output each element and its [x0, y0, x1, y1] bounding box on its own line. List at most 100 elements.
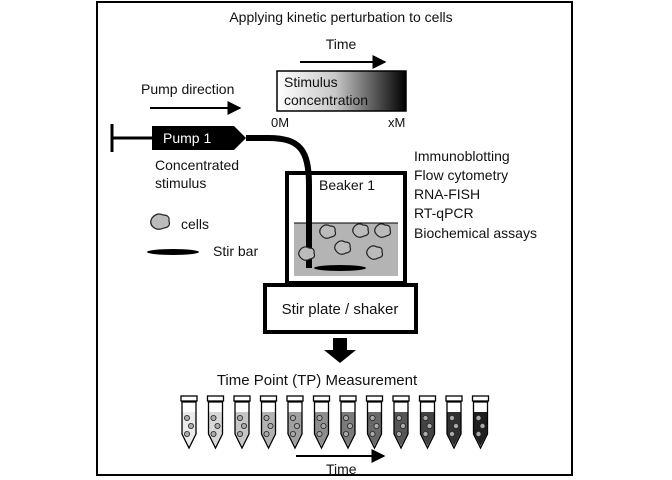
tube-outline [340, 401, 356, 450]
assay-item: Biochemical assays [414, 225, 537, 241]
tube-cell [369, 414, 376, 421]
measurement-title: Time Point (TP) Measurement [217, 372, 418, 389]
pump-direction-label: Pump direction [141, 81, 234, 97]
pump-contents-line2: stimulus [155, 175, 206, 191]
stimulus-min-label: 0M [271, 115, 289, 130]
tube-cap [365, 395, 384, 402]
tube-cell [187, 422, 194, 429]
tube-cell [369, 430, 376, 437]
tube-cell [373, 422, 380, 429]
stir-bar [314, 265, 366, 271]
tube-cell [267, 422, 274, 429]
beaker-name: Beaker 1 [319, 177, 375, 193]
sample-tube [259, 395, 278, 450]
legend-cells-label: cells [181, 216, 209, 232]
tube-cap [233, 395, 251, 402]
tube-cell [316, 430, 323, 437]
tube-cap [418, 395, 437, 402]
cell-shape [298, 246, 316, 261]
sample-tubes [180, 395, 490, 450]
tube-cell [422, 414, 429, 421]
cell-shape [352, 223, 370, 238]
stimulus-label-line2: concentration [284, 92, 368, 108]
tube-outline [419, 401, 436, 450]
stimulus-max-label: xM [388, 115, 405, 130]
tube-outline [234, 401, 250, 450]
tube-cell [214, 422, 221, 429]
tube-cell [395, 430, 402, 437]
tube-outline [313, 401, 330, 450]
pump-tube [246, 135, 312, 268]
tube-cell [426, 422, 433, 429]
stimulus-label-line1: Stimulus [284, 74, 338, 90]
down-arrow [324, 338, 356, 363]
sample-tube [445, 395, 463, 450]
tube-cell [316, 414, 323, 421]
assay-item: Immunoblotting [414, 148, 510, 164]
tube-cell [210, 414, 217, 421]
tube-outline [366, 401, 383, 450]
tube-cell [448, 414, 455, 421]
figure-title: Applying kinetic perturbation to cells [229, 9, 452, 25]
tube-outline [446, 401, 462, 450]
tube-cap [286, 395, 304, 402]
tube-cell [293, 422, 300, 429]
tube-cap [339, 395, 357, 402]
tube-cell [183, 414, 190, 421]
tube-cap [445, 395, 463, 402]
stir-plate-label: Stir plate / shaker [282, 301, 399, 318]
tube-cell [263, 430, 270, 437]
tube-cell [422, 430, 429, 437]
stimulus-gradient-box [276, 70, 407, 112]
tube-cell [346, 422, 353, 429]
tube-cell [342, 414, 349, 421]
tube-cell [183, 430, 190, 437]
tube-cell [479, 422, 486, 429]
assay-item: RNA-FISH [414, 186, 480, 202]
sample-tube [392, 395, 410, 450]
tube-cell [475, 414, 482, 421]
sample-tube [286, 395, 304, 450]
sample-tube [233, 395, 251, 450]
tube-cap [180, 395, 198, 402]
tube-outline [260, 401, 277, 450]
beaker-cells [298, 223, 392, 261]
tube-cell [452, 422, 459, 429]
sample-tube [206, 395, 225, 450]
sample-tube [418, 395, 437, 450]
assay-item: RT-qPCR [414, 205, 474, 221]
tube-cell [236, 430, 243, 437]
tube-cap [471, 395, 490, 402]
time-label: Time [326, 36, 357, 52]
cell-shape [374, 223, 392, 238]
pump-contents-line1: Concentrated [155, 157, 239, 173]
legend-stir-bar-label: Stir bar [213, 243, 258, 259]
tube-outline [181, 401, 197, 450]
tube-cell [399, 422, 406, 429]
figure-frame [96, 1, 573, 476]
tube-cap [392, 395, 410, 402]
measurement-time-label: Time [326, 461, 357, 477]
pump-name: Pump 1 [163, 130, 211, 146]
tube-cap [206, 395, 225, 402]
sample-tube [471, 395, 490, 450]
assay-item: Flow cytometry [414, 167, 508, 183]
tube-cell [289, 414, 296, 421]
tube-cap [259, 395, 278, 402]
cell-shape [334, 240, 352, 255]
legend-cell-icon [150, 213, 171, 230]
cell-shape [366, 245, 384, 260]
pump-body [152, 126, 246, 150]
tube-cell [475, 430, 482, 437]
sample-tube [312, 395, 331, 450]
tube-cell [320, 422, 327, 429]
tube-cell [210, 430, 217, 437]
tube-outline [207, 401, 224, 450]
stir-plate [263, 283, 418, 334]
tube-cell [448, 430, 455, 437]
tube-outline [287, 401, 303, 450]
tube-cap [312, 395, 331, 402]
legend-stir-bar-icon [147, 249, 199, 255]
tube-cell [342, 430, 349, 437]
